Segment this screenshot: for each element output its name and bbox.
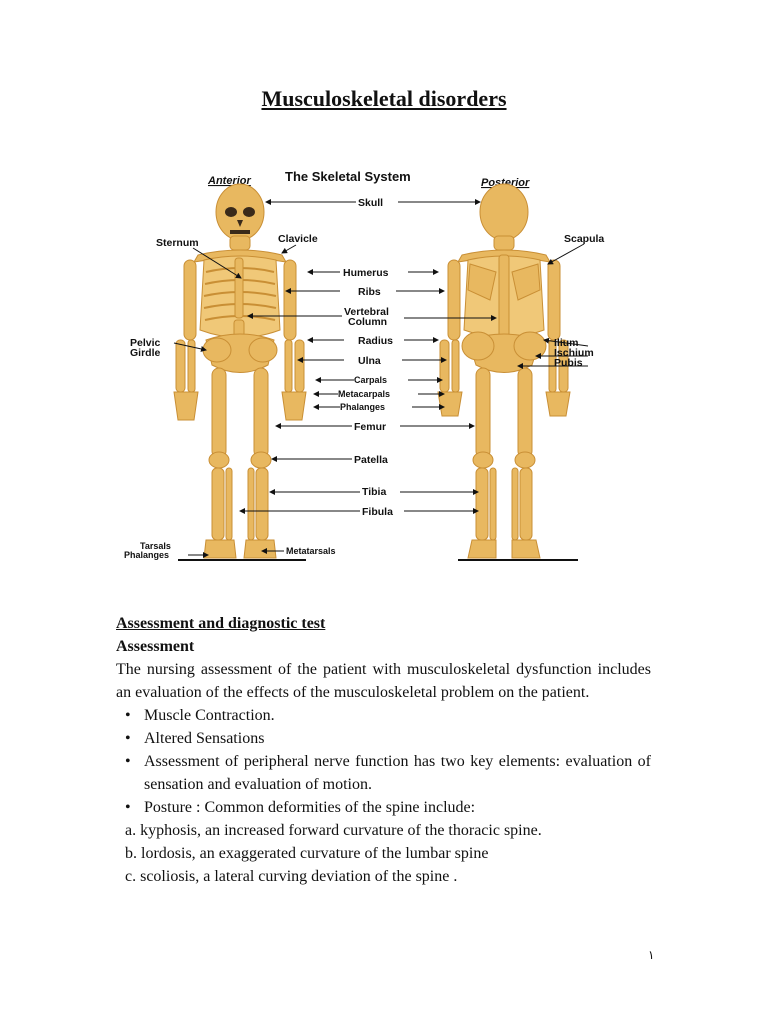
sub-heading: Assessment xyxy=(116,638,195,655)
page-title: Musculoskeletal disorders xyxy=(261,86,507,111)
list-item: c. scoliosis, a lateral curving deviatio… xyxy=(125,868,458,885)
label-vertebral: Vertebral xyxy=(344,306,389,318)
label-ilium-wrap: Ilium Ischium Pubis xyxy=(554,337,594,369)
posterior-label: Posterior xyxy=(481,177,530,189)
list-item: b. lordosis, an exaggerated curvature of… xyxy=(125,845,489,862)
list-item: Muscle Contraction. xyxy=(125,704,651,727)
list-item: Assessment of peripheral nerve function … xyxy=(125,750,651,796)
leader-lines xyxy=(173,199,589,558)
label-phalanges: Phalanges xyxy=(340,402,385,412)
label-metatarsals: Metatarsals xyxy=(286,546,336,556)
skeletal-system-title: The Skeletal System xyxy=(285,169,411,184)
label-sternum: Sternum xyxy=(156,237,199,249)
label-tibia: Tibia xyxy=(362,486,386,498)
label-patella: Patella xyxy=(354,454,388,466)
label-fibula: Fibula xyxy=(362,506,393,518)
skeletal-system-figure: Anterior The Skeletal System Posterior xyxy=(118,160,604,570)
label-metacarpals: Metacarpals xyxy=(338,389,390,399)
intro-paragraph: The nursing assessment of the patient wi… xyxy=(116,661,651,701)
label-column: Column xyxy=(348,316,387,328)
list-item: Posture : Common deformities of the spin… xyxy=(125,796,651,819)
label-humerus: Humerus xyxy=(343,267,389,279)
label-ulna: Ulna xyxy=(358,355,381,367)
assessment-section: Assessment and diagnostic test Assessmen… xyxy=(116,612,651,888)
label-radius: Radius xyxy=(358,335,393,347)
list-item: a. kyphosis, an increased forward curvat… xyxy=(125,822,542,839)
list-item: Altered Sensations xyxy=(125,727,651,750)
label-pubis: Pubis xyxy=(554,357,583,369)
label-scapula: Scapula xyxy=(564,233,604,245)
section-heading: Assessment and diagnostic test xyxy=(116,615,326,632)
anterior-skull-face xyxy=(225,207,255,234)
label-girdle: Girdle xyxy=(130,347,161,359)
posterior-skeleton xyxy=(437,183,571,559)
label-skull: Skull xyxy=(358,197,383,209)
label-tarsals: Tarsals xyxy=(140,541,171,551)
label-clavicle: Clavicle xyxy=(278,233,318,245)
assessment-bullets: Muscle Contraction. Altered Sensations A… xyxy=(116,704,651,819)
label-ilium: Ilium xyxy=(554,337,579,349)
page-number: ١ xyxy=(648,948,655,962)
label-carpals: Carpals xyxy=(354,375,387,385)
label-femur: Femur xyxy=(354,421,386,433)
label-ischium: Ischium xyxy=(554,347,594,359)
label-pelvic: Pelvic xyxy=(130,337,161,349)
anterior-skeleton xyxy=(173,183,307,559)
label-foot-phalanges: Phalanges xyxy=(124,550,169,560)
label-ribs: Ribs xyxy=(358,286,381,298)
